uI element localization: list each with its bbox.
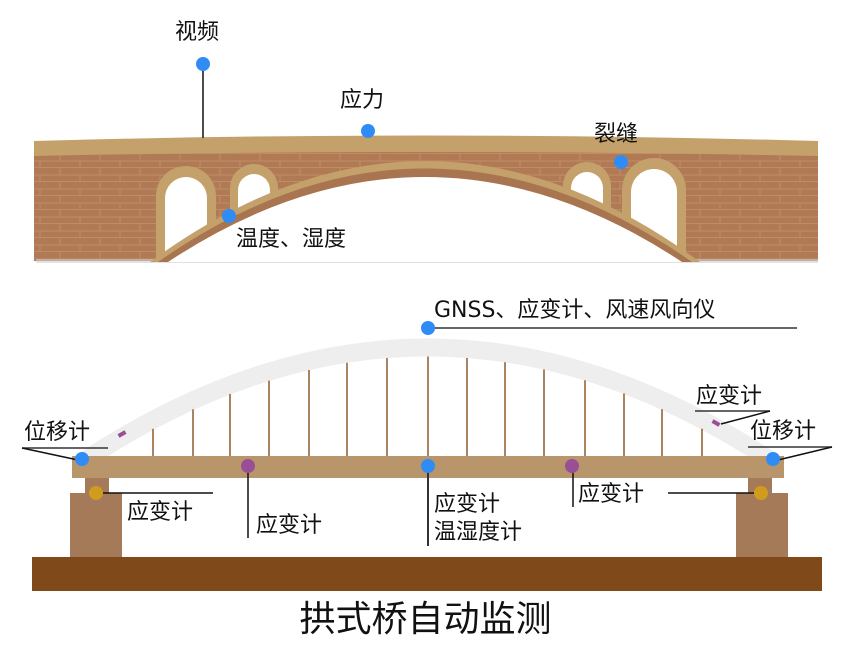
- label-video: 视频: [175, 20, 220, 45]
- label-center-temp-hum: 温湿度计: [434, 520, 523, 545]
- sensor-right-deck-strain[interactable]: [565, 459, 579, 473]
- stone-bridge-deck: [34, 135, 818, 156]
- ground: [32, 557, 822, 591]
- label-left-deck-strain: 应变计: [256, 513, 323, 538]
- sensor-gnss[interactable]: [421, 321, 435, 335]
- sensor-left-pier-strain[interactable]: [89, 486, 103, 500]
- sensor-left-arch-strain[interactable]: [117, 430, 127, 438]
- sensor-stress[interactable]: [361, 124, 375, 138]
- left-pier: [70, 493, 122, 557]
- arch-rib: [80, 338, 775, 468]
- hangers: [152, 356, 703, 456]
- label-temp-humidity: 温度、湿度: [236, 227, 347, 252]
- sensor-temp-humidity[interactable]: [222, 209, 236, 223]
- stone-bridge: [34, 135, 818, 263]
- label-center-strain: 应变计: [434, 492, 501, 517]
- sensor-right-displacement[interactable]: [766, 452, 780, 466]
- sensor-right-arch-strain[interactable]: [711, 419, 721, 427]
- label-stress: 应力: [340, 88, 385, 113]
- label-crack: 裂缝: [594, 122, 639, 147]
- sensor-video[interactable]: [196, 57, 210, 71]
- right-pier: [736, 493, 788, 557]
- label-right-displacement: 位移计: [750, 419, 817, 444]
- sensor-left-displacement[interactable]: [75, 452, 89, 466]
- page-title: 拱式桥自动监测: [299, 599, 552, 640]
- sensor-center-deck[interactable]: [421, 459, 435, 473]
- label-right-arch-strain: 应变计: [696, 384, 763, 409]
- label-right-deck-strain: 应变计: [578, 482, 645, 507]
- sensor-right-pier-strain[interactable]: [754, 486, 768, 500]
- sensor-left-deck-strain[interactable]: [241, 459, 255, 473]
- label-gnss: GNSS、应变计、风速风向仪: [434, 298, 716, 323]
- label-left-displacement: 位移计: [24, 420, 91, 445]
- label-left-pier-strain: 应变计: [127, 500, 194, 525]
- leader-lines: [21, 327, 833, 546]
- sensor-crack[interactable]: [614, 155, 628, 169]
- main-arch: [150, 161, 700, 262]
